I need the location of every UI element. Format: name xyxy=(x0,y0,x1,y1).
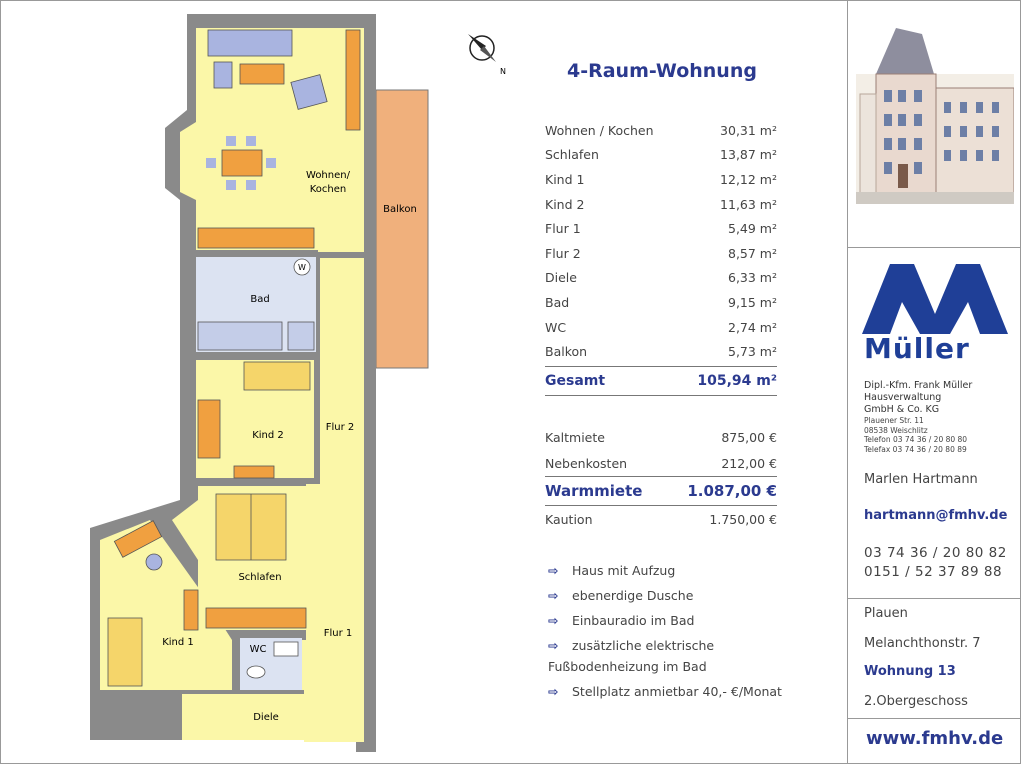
plan-label-wc: WC xyxy=(250,644,267,655)
location-city: Plauen xyxy=(864,606,908,621)
feature-list: ⇨Haus mit Aufzug ⇨ebenerdige Dusche ⇨Ein… xyxy=(548,560,838,706)
location-unit: Wohnung 13 xyxy=(864,664,956,679)
location-street: Melanchthonstr. 7 xyxy=(864,636,981,651)
feature-item: ⇨Haus mit Aufzug xyxy=(548,560,838,581)
plan-label-kind1: Kind 1 xyxy=(162,637,194,648)
room-wohnen xyxy=(180,28,364,252)
arrow-right-icon: ⇨ xyxy=(548,638,559,653)
feature-item: ⇨ebenerdige Dusche xyxy=(548,585,838,606)
arrow-right-icon: ⇨ xyxy=(548,588,559,603)
svg-text:N: N xyxy=(500,67,506,76)
feature-item: ⇨Einbauradio im Bad xyxy=(548,610,838,631)
website-link[interactable]: www.fmhv.de xyxy=(866,728,1004,749)
plan-label-balkon: Balkon xyxy=(383,204,417,215)
divider xyxy=(848,718,1021,719)
plan-label-w: W xyxy=(298,263,306,272)
plan-label-kind2: Kind 2 xyxy=(252,430,284,441)
company-info: Dipl.-Kfm. Frank Müller Hausverwaltung G… xyxy=(864,380,973,454)
page-title: 4-Raum-Wohnung xyxy=(567,60,757,82)
arrow-right-icon: ⇨ xyxy=(548,613,559,628)
contact-phones: 03 74 36 / 20 80 82 0151 / 52 37 89 88 xyxy=(864,545,1007,580)
plan-label-wohnen1: Wohnen/ xyxy=(306,170,351,181)
plan-label-schlafen: Schlafen xyxy=(238,572,281,583)
logo-wordmark: Müller xyxy=(864,332,970,365)
plan-label-flur1: Flur 1 xyxy=(324,628,353,639)
feature-item: ⇨Stellplatz anmietbar 40,- €/Monat xyxy=(548,681,838,702)
room-diele xyxy=(182,694,304,740)
location-floor: 2.Obergeschoss xyxy=(864,694,968,709)
plan-label-diele: Diele xyxy=(253,712,279,723)
divider xyxy=(848,247,1021,248)
feature-item: ⇨zusätzliche elektrische xyxy=(548,635,838,656)
building-illustration xyxy=(856,28,1014,204)
plan-label-wohnen2: Kochen xyxy=(310,184,347,195)
balcony-area xyxy=(375,89,429,369)
feature-item-continued: Fußbodenheizung im Bad xyxy=(548,659,707,674)
plan-label-flur2: Flur 2 xyxy=(326,422,355,433)
divider xyxy=(848,598,1021,599)
compass-icon: N xyxy=(468,34,506,76)
right-column: Müller Dipl.-Kfm. Frank Müller Hausverwa… xyxy=(847,0,1021,764)
room-flur xyxy=(240,258,364,742)
contact-name: Marlen Hartmann xyxy=(864,472,978,487)
arrow-right-icon: ⇨ xyxy=(548,684,559,699)
arrow-right-icon: ⇨ xyxy=(548,563,559,578)
contact-email-link[interactable]: hartmann@fmhv.de xyxy=(864,508,1008,523)
plan-label-bad: Bad xyxy=(250,294,269,305)
floor-plan: W Wohnen/ Kochen Balkon Bad Kind 2 Flur … xyxy=(90,14,429,752)
company-logo xyxy=(862,264,1008,334)
